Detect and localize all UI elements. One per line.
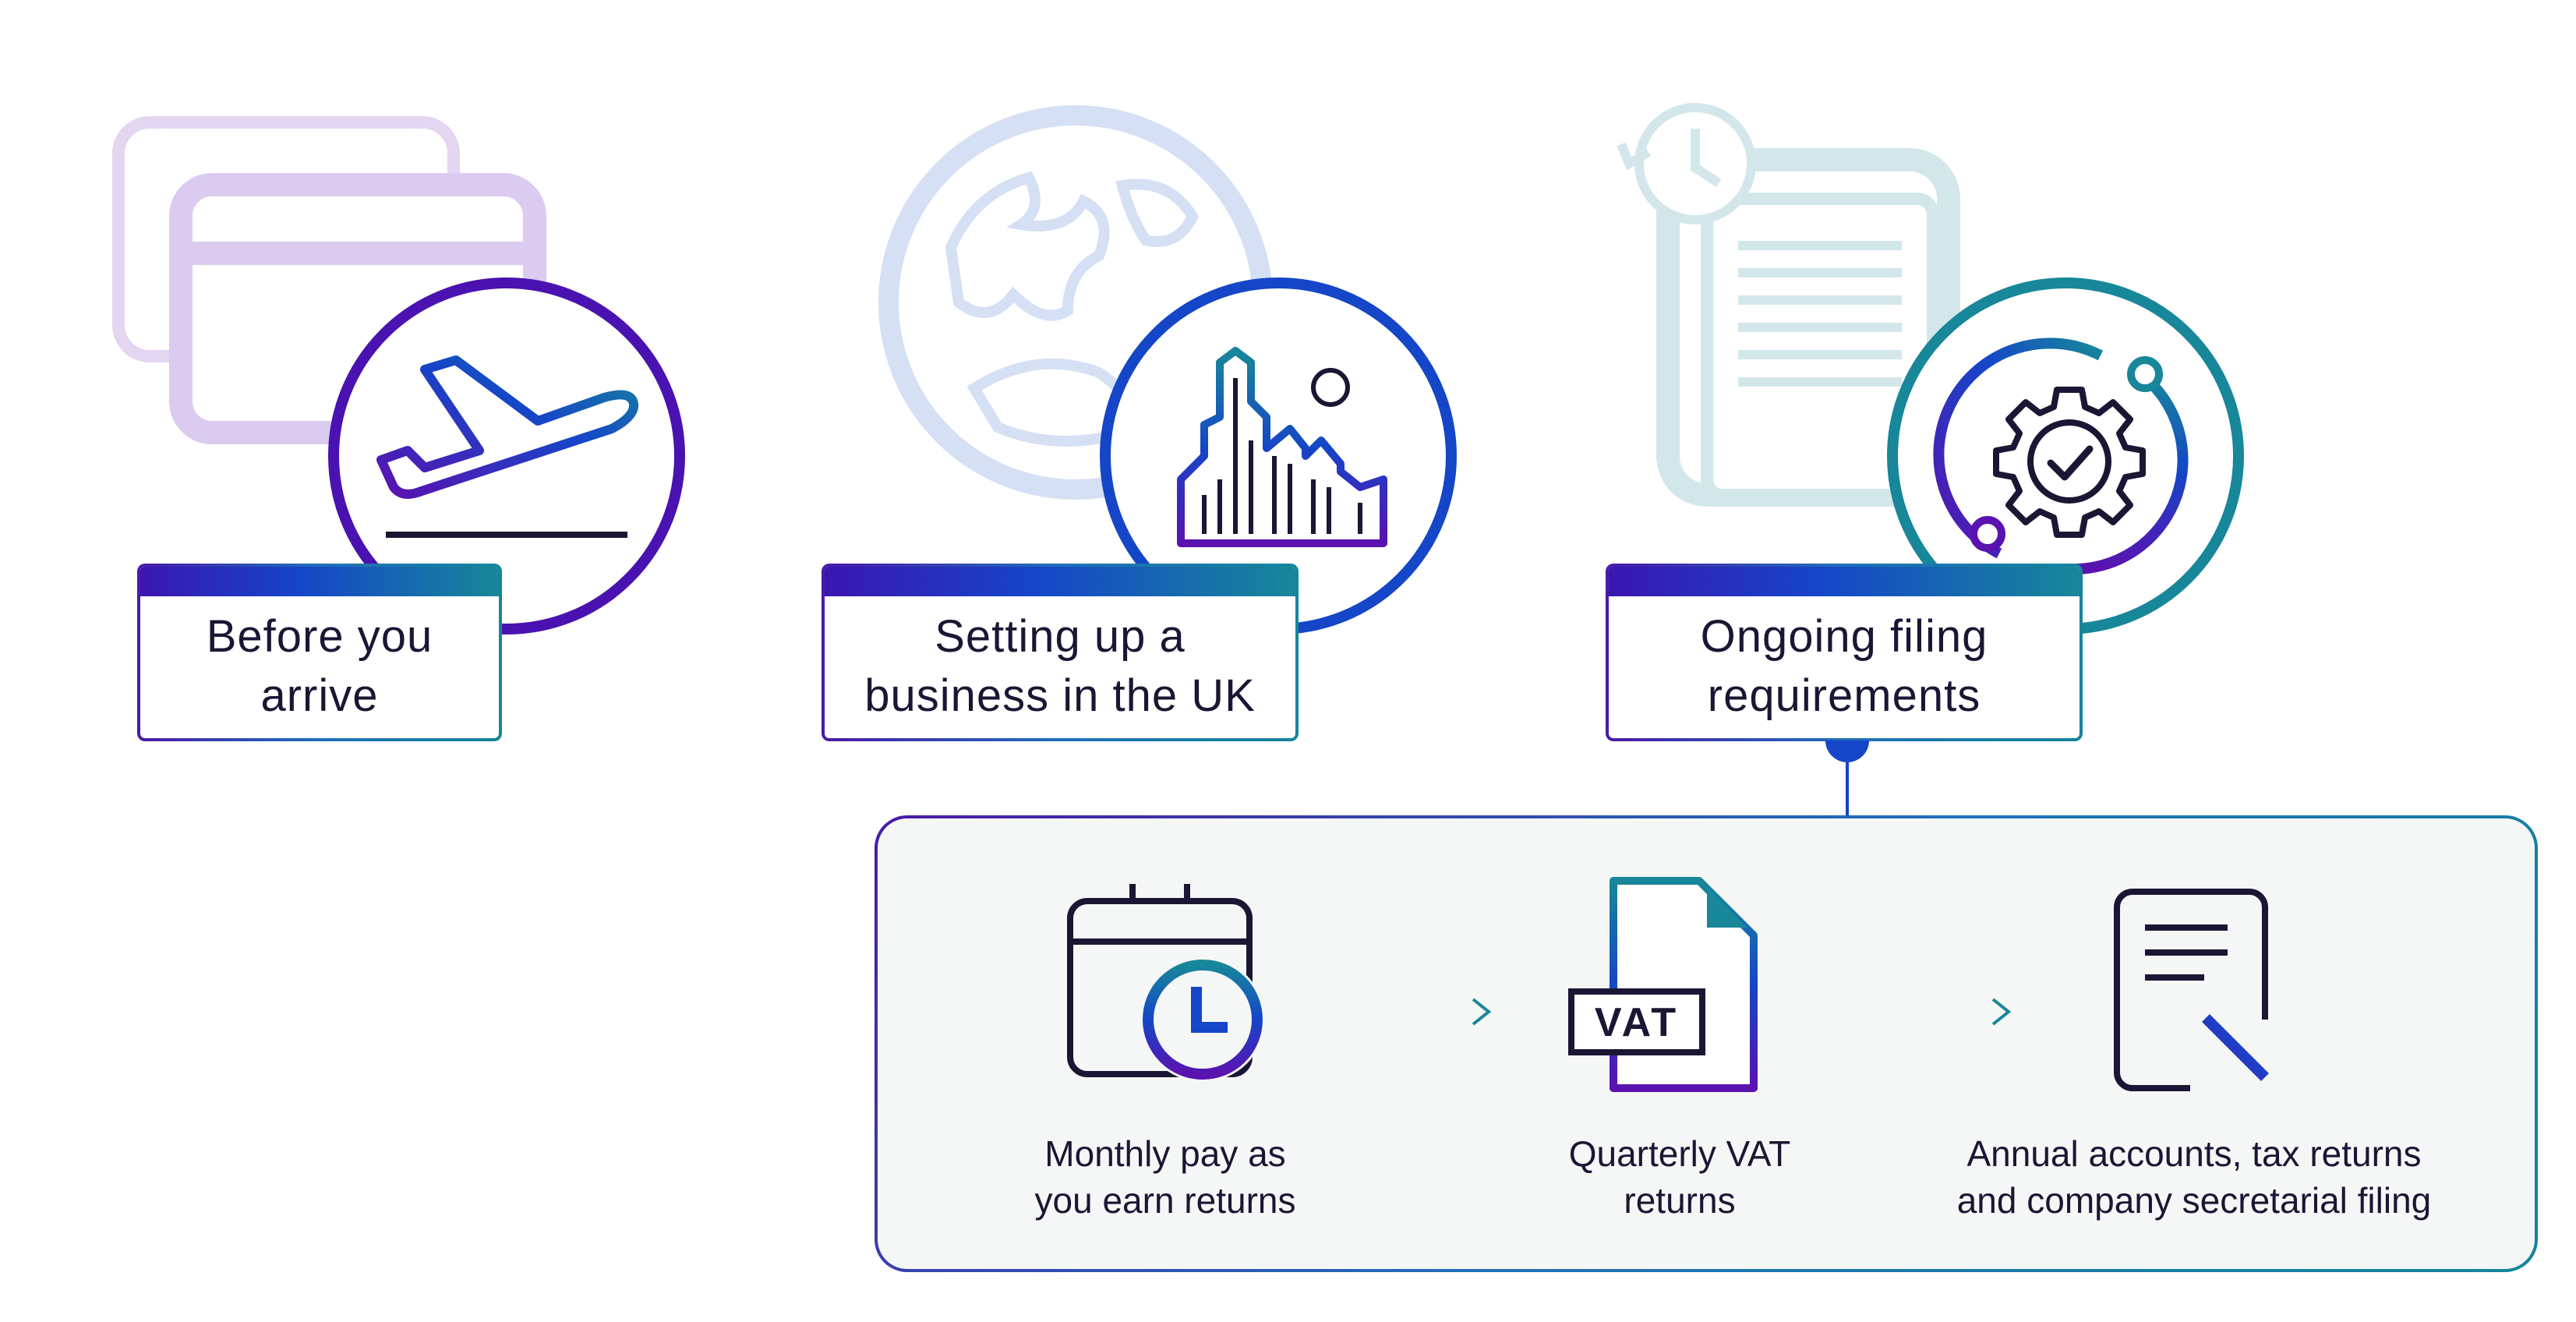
filing-step-line2: and company secretarial filing	[1956, 1180, 2432, 1221]
stage-label-line1: Before you	[206, 611, 433, 662]
stage-label-line1: Ongoing filing	[1700, 611, 1988, 662]
stage-label-card: Before you arrive	[137, 564, 502, 741]
stage-label-line2: arrive	[260, 670, 379, 721]
airplane-takeoff-icon	[376, 355, 639, 538]
filing-step-label: Monthly pay as you earn returns	[970, 1130, 1360, 1224]
connector-line	[1825, 741, 1869, 817]
stage-label-card: Ongoing filing requirements	[1606, 564, 2083, 741]
filing-step-line1: Quarterly VAT	[1568, 1133, 1791, 1174]
stage-label-line2: business in the UK	[864, 670, 1256, 721]
vat-document-icon: VAT	[1568, 877, 1758, 1092]
filing-step-line2: returns	[1624, 1180, 1736, 1221]
stage-label-line1: Setting up a	[935, 611, 1186, 662]
gear-check-icon	[1933, 338, 2189, 575]
filing-step-label: Quarterly VAT returns	[1485, 1130, 1875, 1224]
calendar-clock-icon	[1067, 884, 1265, 1082]
vat-badge-text: VAT	[1595, 1000, 1679, 1045]
stage-label-card: Setting up a business in the UK	[822, 564, 1299, 741]
flow-arrow	[1341, 998, 1492, 1026]
filing-step-line1: Monthly pay as	[1044, 1133, 1286, 1174]
filing-step-line2: you earn returns	[1034, 1180, 1296, 1221]
document-history-icon	[1617, 103, 1960, 507]
stage-label-line2: requirements	[1707, 670, 1981, 721]
flow-arrow	[1860, 998, 2012, 1026]
filing-step-line1: Annual accounts, tax returns	[1966, 1133, 2422, 1174]
city-skyline-icon	[1177, 347, 1387, 547]
filing-step-label: Annual accounts, tax returns and company…	[1886, 1130, 2502, 1224]
document-pen-icon	[2114, 889, 2276, 1091]
